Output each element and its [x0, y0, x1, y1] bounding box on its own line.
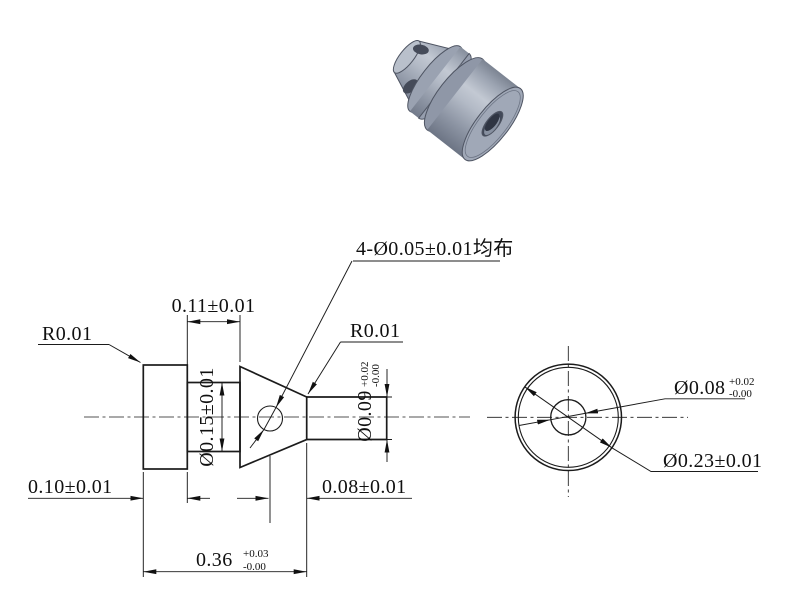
end-outer-circle-inner-edge — [517, 366, 619, 468]
dim-neck-length-label: 0.11±0.01 — [172, 295, 256, 317]
dim-hole-to-face-label: 0.08±0.01 — [322, 476, 407, 498]
dim-overall-length-label: 0.36 — [196, 549, 233, 571]
dim-overall-length-tol-minus: -0.00 — [243, 561, 266, 573]
holes-callout-leader — [275, 260, 353, 408]
dim-flange-width-label: 0.10±0.01 — [28, 476, 113, 498]
iso-ring — [409, 46, 470, 119]
iso-cylinder — [427, 58, 521, 160]
cone-hole — [256, 405, 284, 432]
fillet-left-label: R0.01 — [42, 323, 92, 345]
bore-leader-left — [518, 419, 551, 426]
dim-bore-diameter-label: Ø0.08 — [674, 377, 725, 399]
dim-bore-diameter-tol-minus: -0.00 — [729, 388, 752, 400]
iso-bore-depth — [484, 113, 500, 132]
bore-leader-right — [584, 398, 745, 414]
dim-bore-diameter-tol-plus: +0.02 — [729, 376, 754, 388]
holes-callout-leader-2 — [249, 429, 265, 449]
iso-view — [392, 40, 524, 162]
holes-callout-axis — [263, 407, 277, 430]
end-outer-circle — [514, 363, 623, 472]
dim-tip-diameter-label: Ø0.09 — [354, 390, 376, 441]
dim-overall-length-tol-plus: +0.03 — [243, 548, 269, 560]
bore-leader-mid — [550, 412, 586, 421]
dim-tip-diameter-tol-minus: -0.00 — [370, 364, 382, 387]
holes-callout-label: 4-Ø0.05±0.01均布 — [356, 237, 514, 260]
extension-lines — [142, 315, 308, 577]
iso-cone-hole-top — [412, 44, 429, 55]
dim-line-outer-diameter — [524, 386, 613, 449]
fillet-right-label: R0.01 — [350, 320, 400, 342]
side-view: 0.11±0.01 Ø0.15±0.01 Ø0.09 +0.02 -0.00 0… — [28, 237, 514, 577]
dim-neck-diameter-label: Ø0.15±0.01 — [196, 367, 218, 466]
dim-tip-diameter-tol-plus: +0.02 — [359, 362, 371, 387]
fillet-right-leader — [307, 341, 341, 395]
dim-outer-diameter-label: Ø0.23±0.01 — [663, 450, 762, 472]
outer-diameter-leader — [611, 447, 758, 472]
tip-cylinder-outline — [305, 396, 388, 441]
iso-face-chamfer — [464, 90, 521, 158]
fillet-left-leader — [108, 344, 141, 363]
end-view: Ø0.23±0.01 Ø0.08 +0.02 -0.00 — [487, 346, 762, 497]
